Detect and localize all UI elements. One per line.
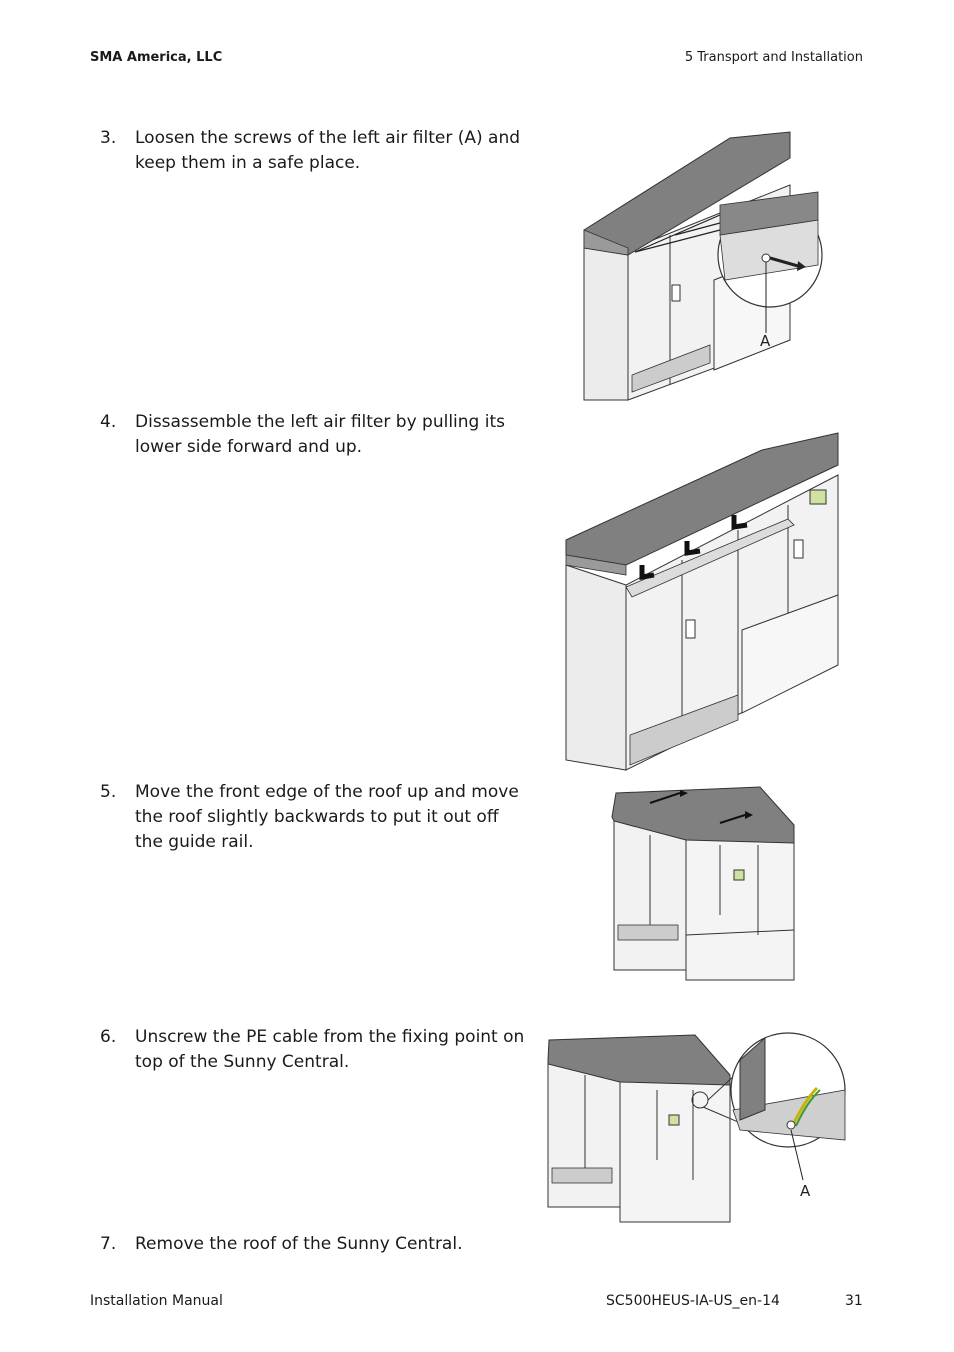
step-number: 7. (100, 1234, 117, 1254)
step-text: Move the front edge of the roof up and m… (135, 782, 519, 852)
step-number: 4. (100, 412, 117, 432)
footer-manual-title: Installation Manual (90, 1293, 223, 1309)
step-text: Unscrew the PE cable from the fixing poi… (135, 1027, 525, 1072)
step-number: 3. (100, 128, 117, 148)
figure-disassemble-air-filter (565, 432, 839, 771)
step-text: Loosen the screws of the left air filter… (135, 128, 521, 173)
header-company: SMA America, LLC (90, 50, 223, 65)
figure-unscrew-pe-cable: A (547, 1032, 846, 1223)
figure-loosen-screws: A (583, 131, 823, 401)
step-text: Remove the roof of the Sunny Central. (135, 1234, 463, 1254)
header-section: 5 Transport and Installation (684, 50, 863, 65)
figure-label-a: A (800, 1182, 811, 1200)
page-number: 31 (845, 1293, 863, 1309)
step-number: 6. (100, 1027, 117, 1047)
figure-move-roof (611, 786, 795, 981)
footer-doc-id: SC500HEUS-IA-US_en-14 (606, 1293, 780, 1309)
figure-label-a: A (760, 332, 771, 350)
step-number: 5. (100, 782, 117, 802)
step-text: Dissassemble the left air filter by pull… (135, 412, 505, 457)
